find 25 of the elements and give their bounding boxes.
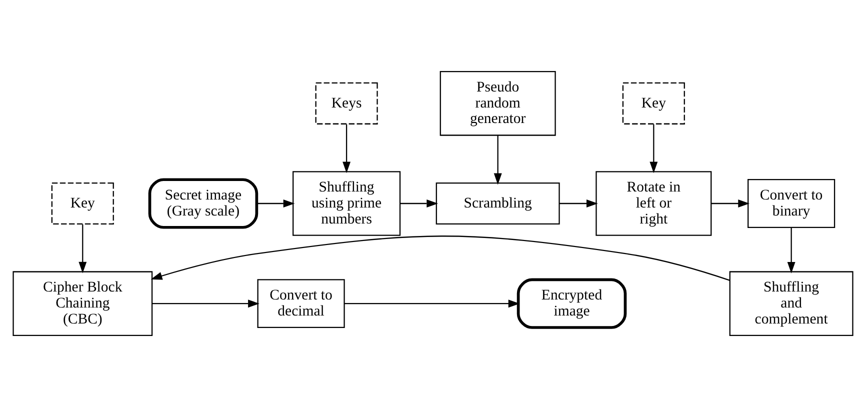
node-box: Convert to binary <box>748 178 836 228</box>
arrow <box>342 124 351 173</box>
arrow <box>78 224 87 273</box>
node-box: Key <box>51 182 114 224</box>
node-box: Key <box>622 82 685 124</box>
node-box: Scrambling <box>436 182 560 224</box>
arrow <box>711 199 750 207</box>
node-box: Pseudo random generator <box>440 70 556 136</box>
arrow <box>344 299 520 308</box>
arrow <box>787 227 796 273</box>
node-box: Shuffling using prime numbers <box>292 170 401 236</box>
arrow <box>400 199 438 207</box>
arrow <box>650 124 658 173</box>
node-box: Shuffling and complement <box>729 270 854 336</box>
arrow <box>559 199 598 207</box>
node-box: Secret image (Gray scale) <box>148 178 258 228</box>
arrow <box>256 199 295 207</box>
node-box: Encrypted image <box>516 278 627 328</box>
arrow <box>150 235 730 280</box>
arrow <box>152 299 260 308</box>
arrow <box>494 135 502 184</box>
node-box: Convert to decimal <box>257 278 345 328</box>
node-box: Keys <box>315 82 378 124</box>
node-box: Cipher Block Chaining (CBC) <box>12 270 153 336</box>
node-box: Rotate in left or right <box>596 170 712 236</box>
